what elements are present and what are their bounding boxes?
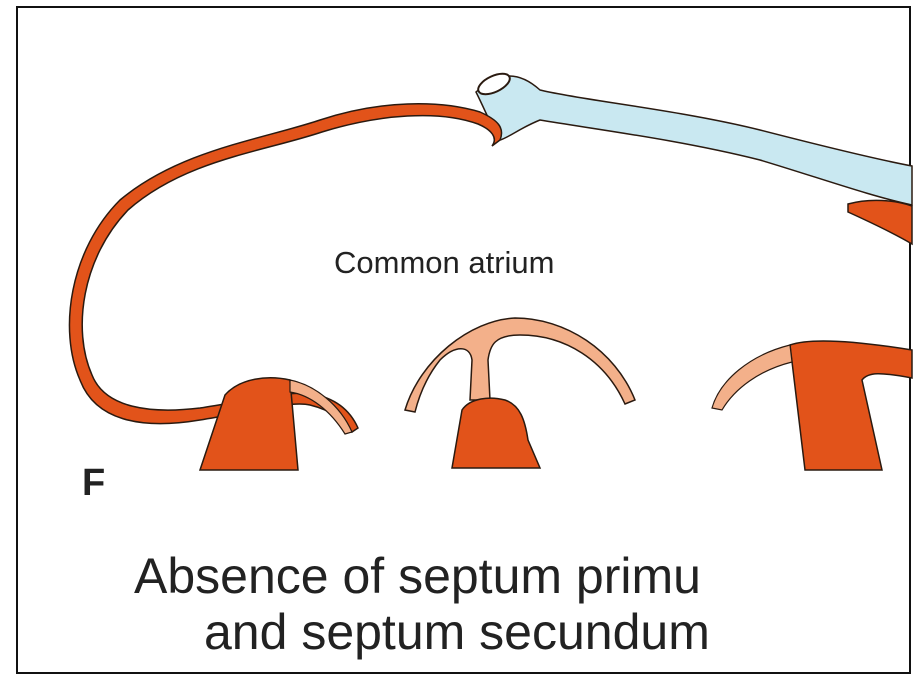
right-cushion bbox=[712, 345, 792, 410]
caption-line-2: and septum secundum bbox=[134, 604, 919, 660]
central-cushion-arch bbox=[405, 318, 635, 412]
pulmonary-vein bbox=[476, 76, 912, 205]
common-atrium-label: Common atrium bbox=[334, 245, 555, 281]
figure-caption: Absence of septum primu and septum secun… bbox=[134, 548, 919, 660]
caption-line-1: Absence of septum primu bbox=[134, 548, 701, 604]
right-upper-wall bbox=[848, 200, 912, 244]
panel-letter: F bbox=[82, 462, 105, 505]
septum-base bbox=[452, 398, 540, 468]
right-ventricle-wall bbox=[790, 341, 912, 470]
left-ventricle-wall bbox=[200, 378, 298, 470]
